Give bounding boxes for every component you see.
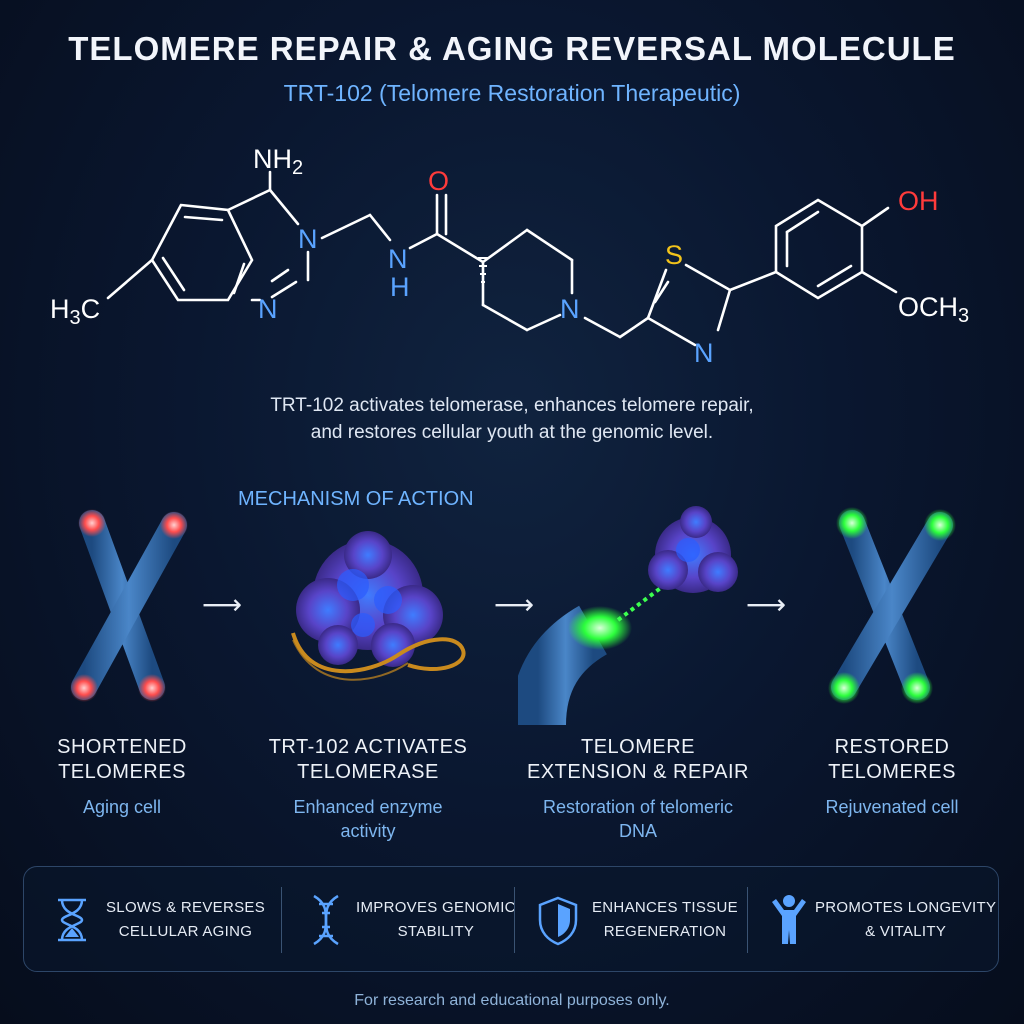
stage-3-subtitle-1: Restoration of telomeric: [542, 797, 734, 817]
divider-1: [281, 887, 282, 953]
hourglass-icon: [58, 898, 86, 942]
chromosome-restored-icon: [828, 507, 956, 704]
label-n-piperidine: N: [560, 294, 580, 324]
label-h3c: H3C: [50, 294, 100, 329]
label-nh2: NH2: [253, 144, 303, 179]
label-n-thiazole: N: [694, 338, 714, 368]
molecule-bonds: [106, 170, 898, 347]
molecule-structure: NH2 N N N H O N S N OH OCH3 H3C: [50, 144, 969, 368]
stage-restored-telomeres: RESTORED TELOMERES Rejuvenated cell: [772, 505, 1012, 819]
benefit-1-line-1: SLOWS & REVERSES: [106, 899, 266, 916]
label-n2: N: [258, 294, 278, 324]
stage-2-subtitle-1: Enhanced enzyme: [293, 797, 443, 817]
stage-shortened-telomeres: SHORTENED TELOMERES Aging cell: [2, 505, 242, 819]
benefit-2-line-2: STABILITY: [397, 923, 475, 940]
benefit-4-line-2: & VITALITY: [865, 923, 947, 940]
benefit-4-line-1: PROMOTES LONGEVITY: [815, 899, 997, 916]
stage-telomere-extension: TELOMERE EXTENSION & REPAIR Restoration …: [518, 500, 758, 843]
telomerase-enzyme-icon: [291, 531, 466, 681]
chromosome-short-icon: [70, 509, 188, 702]
label-sulfur: S: [665, 240, 683, 270]
dna-icon: [313, 894, 339, 946]
label-nh-n: N: [388, 244, 408, 274]
benefits-panel: SLOWS & REVERSES CELLULAR AGING IMPROVES…: [23, 866, 999, 972]
benefit-aging: SLOWS & REVERSES CELLULAR AGING: [52, 867, 265, 973]
divider-3: [747, 887, 748, 953]
label-n1: N: [298, 224, 318, 254]
stage-2-subtitle-2: activity: [340, 821, 396, 841]
benefit-2-line-1: IMPROVES GENOMIC: [356, 899, 516, 916]
arrow-1: ⟶: [202, 588, 243, 621]
molecule-description: TRT-102 activates telomerase, enhances t…: [0, 392, 1024, 446]
shield-icon: [538, 896, 578, 946]
person-icon: [772, 895, 806, 944]
stage-4-title-2: TELOMERES: [828, 761, 956, 783]
divider-2: [514, 887, 515, 953]
description-line-1: TRT-102 activates telomerase, enhances t…: [270, 395, 754, 416]
stage-1-subtitle: Aging cell: [82, 797, 162, 817]
label-och3: OCH3: [898, 292, 969, 327]
stage-2-title-2: TELOMERASE: [297, 761, 439, 783]
stereo-hash: [478, 257, 488, 283]
benefit-1-line-2: CELLULAR AGING: [118, 923, 253, 940]
label-nh-h: H: [390, 272, 410, 302]
stage-4-subtitle: Rejuvenated cell: [825, 797, 959, 817]
benefit-genomic: IMPROVES GENOMIC STABILITY: [306, 867, 516, 973]
disclaimer-footer: For research and educational purposes on…: [354, 992, 670, 1009]
benefit-3-line-1: ENHANCES TISSUE: [592, 899, 738, 916]
benefit-longevity: PROMOTES LONGEVITY & VITALITY: [769, 867, 996, 973]
telomere-extension-icon: [518, 506, 738, 725]
stage-1-title-1: SHORTENED: [57, 736, 187, 758]
stage-3-title-2: EXTENSION & REPAIR: [526, 761, 749, 783]
benefit-tissue: ENHANCES TISSUE REGENERATION: [536, 867, 738, 973]
label-oh: OH: [898, 186, 939, 216]
stage-3-title-1: TELOMERE: [580, 736, 696, 758]
label-oxygen: O: [428, 166, 449, 196]
benefit-3-line-2: REGENERATION: [603, 923, 727, 940]
page-title: TELOMERE REPAIR & AGING REVERSAL MOLECUL…: [68, 30, 956, 67]
stage-3-subtitle-2: DNA: [618, 821, 657, 841]
arrow-3: ⟶: [746, 588, 787, 621]
stage-4-title-1: RESTORED: [834, 736, 950, 758]
stage-trt102-activates: TRT-102 ACTIVATES TELOMERASE Enhanced en…: [248, 525, 488, 843]
description-line-2: and restores cellular youth at the genom…: [310, 422, 714, 443]
page-subtitle: TRT-102 (Telomere Restoration Therapeuti…: [283, 80, 741, 106]
stage-1-title-2: TELOMERES: [58, 761, 186, 783]
arrow-2: ⟶: [494, 588, 535, 621]
stage-2-title-1: TRT-102 ACTIVATES: [268, 736, 468, 758]
mechanism-heading: MECHANISM OF ACTION: [238, 488, 474, 510]
